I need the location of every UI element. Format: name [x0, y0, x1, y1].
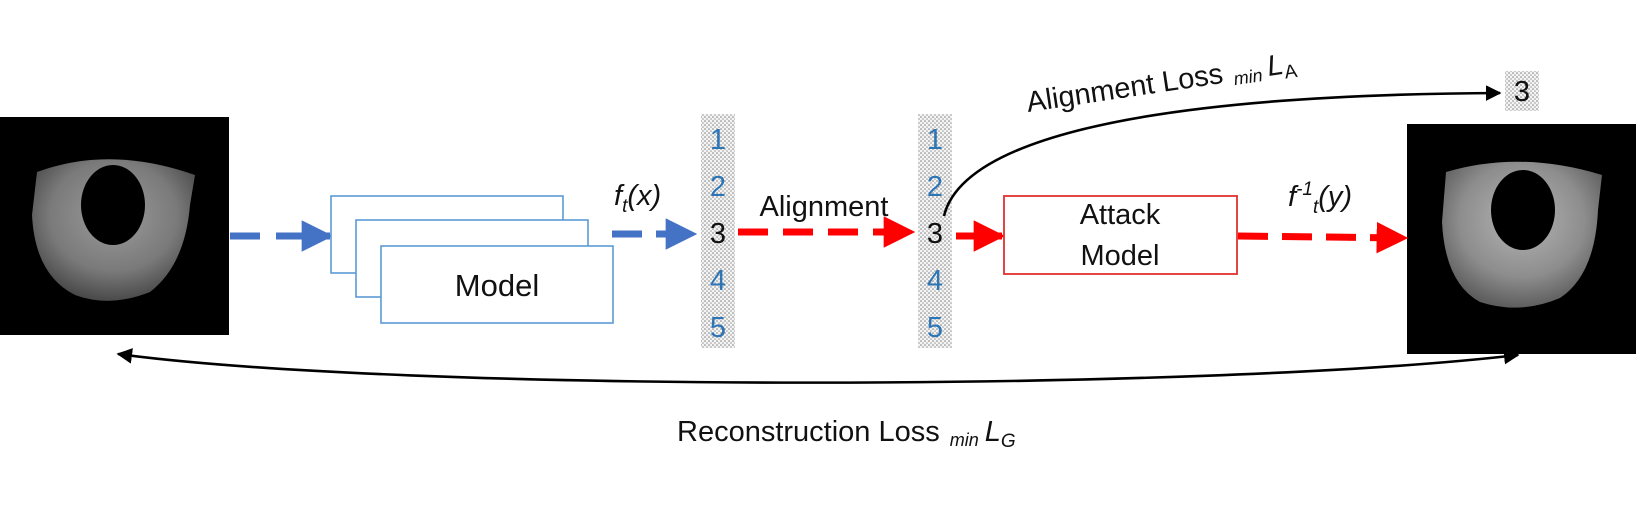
fv1-item: 4 — [710, 265, 726, 297]
arrow-attack-to-reconstruction — [1237, 221, 1409, 254]
alignment-loss-curve — [942, 85, 1502, 217]
feature-vector-2: 1 2 3 4 5 — [918, 114, 952, 348]
attack-model-label-line2: Model — [1081, 240, 1160, 272]
reconstruction-loss-curve — [116, 348, 1520, 384]
fv2-item: 2 — [927, 171, 943, 203]
inverse-label: f-1t(y) — [1288, 179, 1352, 218]
feature-label: ft(x) — [614, 180, 661, 217]
attack-model-label-line1: Attack — [1080, 199, 1161, 231]
model-stack: Model — [330, 195, 614, 324]
fv1-item: 2 — [710, 171, 726, 203]
fv2-item: 5 — [927, 312, 943, 344]
feature-vector-1: 1 2 3 4 5 — [701, 114, 735, 348]
model-label: Model — [455, 268, 539, 303]
fv1-item: 3 — [710, 218, 726, 250]
target-value-text: 3 — [1514, 76, 1530, 108]
reconstructed-iris-image — [1407, 124, 1636, 354]
fv2-item: 1 — [927, 124, 943, 156]
fv2-item: 4 — [927, 265, 943, 297]
input-iris-image — [0, 117, 229, 335]
fv2-item: 3 — [927, 218, 943, 250]
attack-model-box: Attack Model — [1003, 195, 1238, 275]
alignment-label: Alignment — [760, 191, 889, 223]
fv1-item: 5 — [710, 312, 726, 344]
fv1-item: 1 — [710, 124, 726, 156]
target-value: 3 — [1505, 71, 1539, 111]
